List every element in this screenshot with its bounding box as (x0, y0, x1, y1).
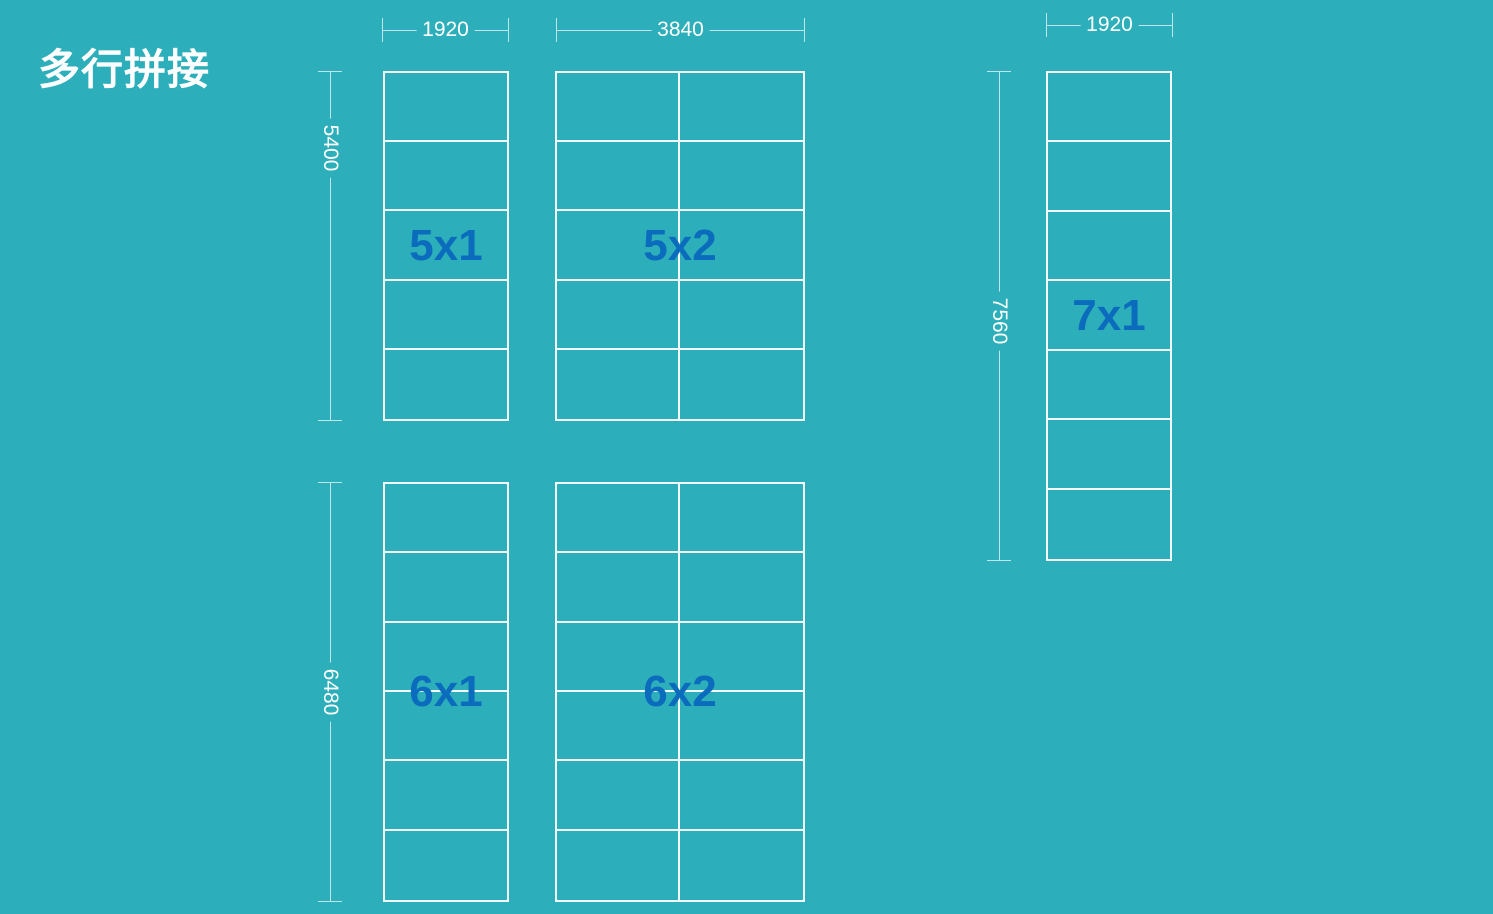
screen-panel (680, 281, 803, 350)
screen-panel (385, 73, 507, 143)
screen-panel (1048, 73, 1170, 143)
grid-6x2: 6x2 (555, 482, 805, 902)
screen-panel (557, 211, 680, 281)
screen-panel (680, 761, 803, 831)
dimension-label: 5400 (318, 118, 342, 178)
grid-5x1: 5x1 (383, 71, 509, 421)
screen-panel (385, 553, 507, 623)
screen-panel (1048, 142, 1170, 212)
width-dimension-1920-right: 1920 (1046, 13, 1173, 37)
screen-panel (680, 831, 803, 900)
screen-panel (557, 830, 680, 900)
grid-7x1: 7x1 (1046, 71, 1172, 561)
screen-panel (385, 831, 507, 900)
screen-panel (385, 484, 507, 554)
page-title: 多行拼接 (38, 46, 211, 93)
screen-panel (680, 142, 803, 212)
screen-panel (1048, 490, 1170, 559)
screen-panel (680, 692, 803, 762)
dimension-label: 1920 (1080, 13, 1139, 37)
dimension-label: 7560 (987, 291, 1011, 351)
screen-panel (385, 211, 507, 281)
screen-panel (557, 692, 680, 762)
screen-panel (385, 623, 507, 692)
screen-panel (385, 350, 507, 419)
screen-panel (385, 692, 507, 762)
screen-panel (680, 484, 803, 554)
height-dimension-7560: 7560 (987, 71, 1011, 561)
screen-panel (1048, 420, 1170, 490)
dimension-label: 1920 (416, 18, 475, 42)
dimension-label: 3840 (651, 18, 710, 42)
screen-panel (385, 281, 507, 350)
screen-panel (680, 350, 803, 419)
screen-panel (557, 761, 680, 831)
height-dimension-6480: 6480 (318, 482, 342, 902)
screen-panel (1048, 351, 1170, 421)
screen-panel (1048, 212, 1170, 282)
screen-panel (680, 553, 803, 623)
screen-panel (557, 280, 680, 350)
screen-panel (385, 761, 507, 831)
screen-panel (557, 553, 680, 623)
grid-6x1: 6x1 (383, 482, 509, 902)
width-dimension-1920: 1920 (382, 18, 509, 42)
screen-panel (1048, 281, 1170, 351)
height-dimension-5400: 5400 (318, 71, 342, 421)
screen-panel (557, 349, 680, 419)
grid-5x2: 5x2 (555, 71, 805, 421)
screen-panel (557, 142, 680, 212)
screen-panel (385, 142, 507, 212)
screen-panel (680, 211, 803, 281)
screen-panel (680, 623, 803, 692)
screen-panel (557, 622, 680, 692)
width-dimension-3840: 3840 (556, 18, 805, 42)
screen-panel (557, 73, 680, 143)
dimension-label: 6480 (318, 662, 342, 722)
screen-panel (557, 484, 680, 554)
screen-panel (680, 73, 803, 143)
